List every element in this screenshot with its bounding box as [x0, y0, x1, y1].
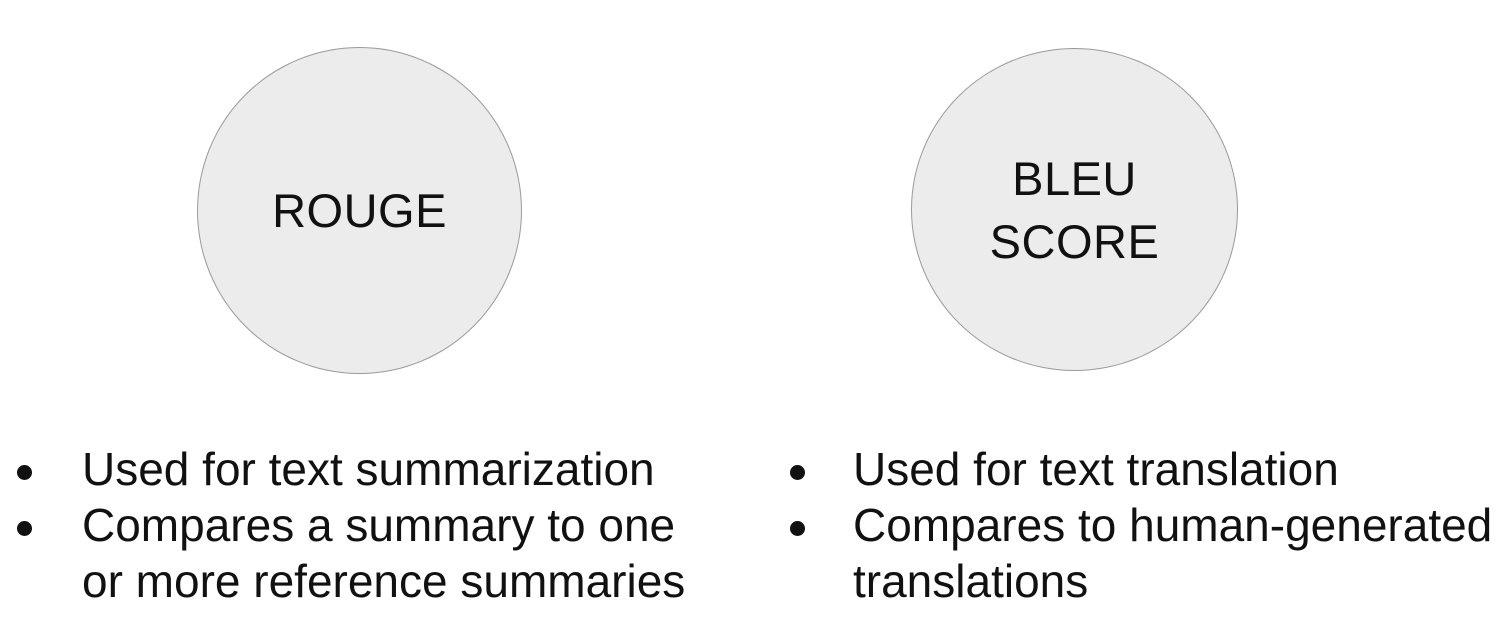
bullet-icon: [17, 465, 32, 480]
rouge-circle-label: ROUGE: [272, 184, 447, 237]
rouge-bullet-text-2: Compares a summary to one or more refere…: [82, 499, 686, 607]
bleu-label-line-1: BLEU: [1012, 151, 1137, 205]
rouge-bullet-list: Used for text summarization Compares a s…: [17, 441, 699, 609]
bullet-icon: [790, 521, 805, 536]
rouge-bullet-text-1: Used for text summarization: [82, 443, 655, 495]
rouge-circle: ROUGE: [197, 47, 522, 374]
list-item: Compares to human-generated translations: [790, 497, 1508, 609]
bullet-icon: [17, 521, 32, 536]
bleu-score-circle-label: BLEU SCORE: [990, 147, 1160, 273]
bullet-icon: [790, 465, 805, 480]
bleu-bullet-text-2: Compares to human-generated translations: [853, 499, 1493, 607]
list-item: Used for text translation: [790, 441, 1508, 497]
list-item: Compares a summary to one or more refere…: [17, 497, 699, 609]
bleu-score-circle: BLEU SCORE: [911, 48, 1238, 371]
bleu-bullet-text-1: Used for text translation: [853, 443, 1339, 495]
list-item: Used for text summarization: [17, 441, 699, 497]
bleu-bullet-list: Used for text translation Compares to hu…: [790, 441, 1508, 609]
bleu-label-line-2: SCORE: [989, 214, 1160, 268]
